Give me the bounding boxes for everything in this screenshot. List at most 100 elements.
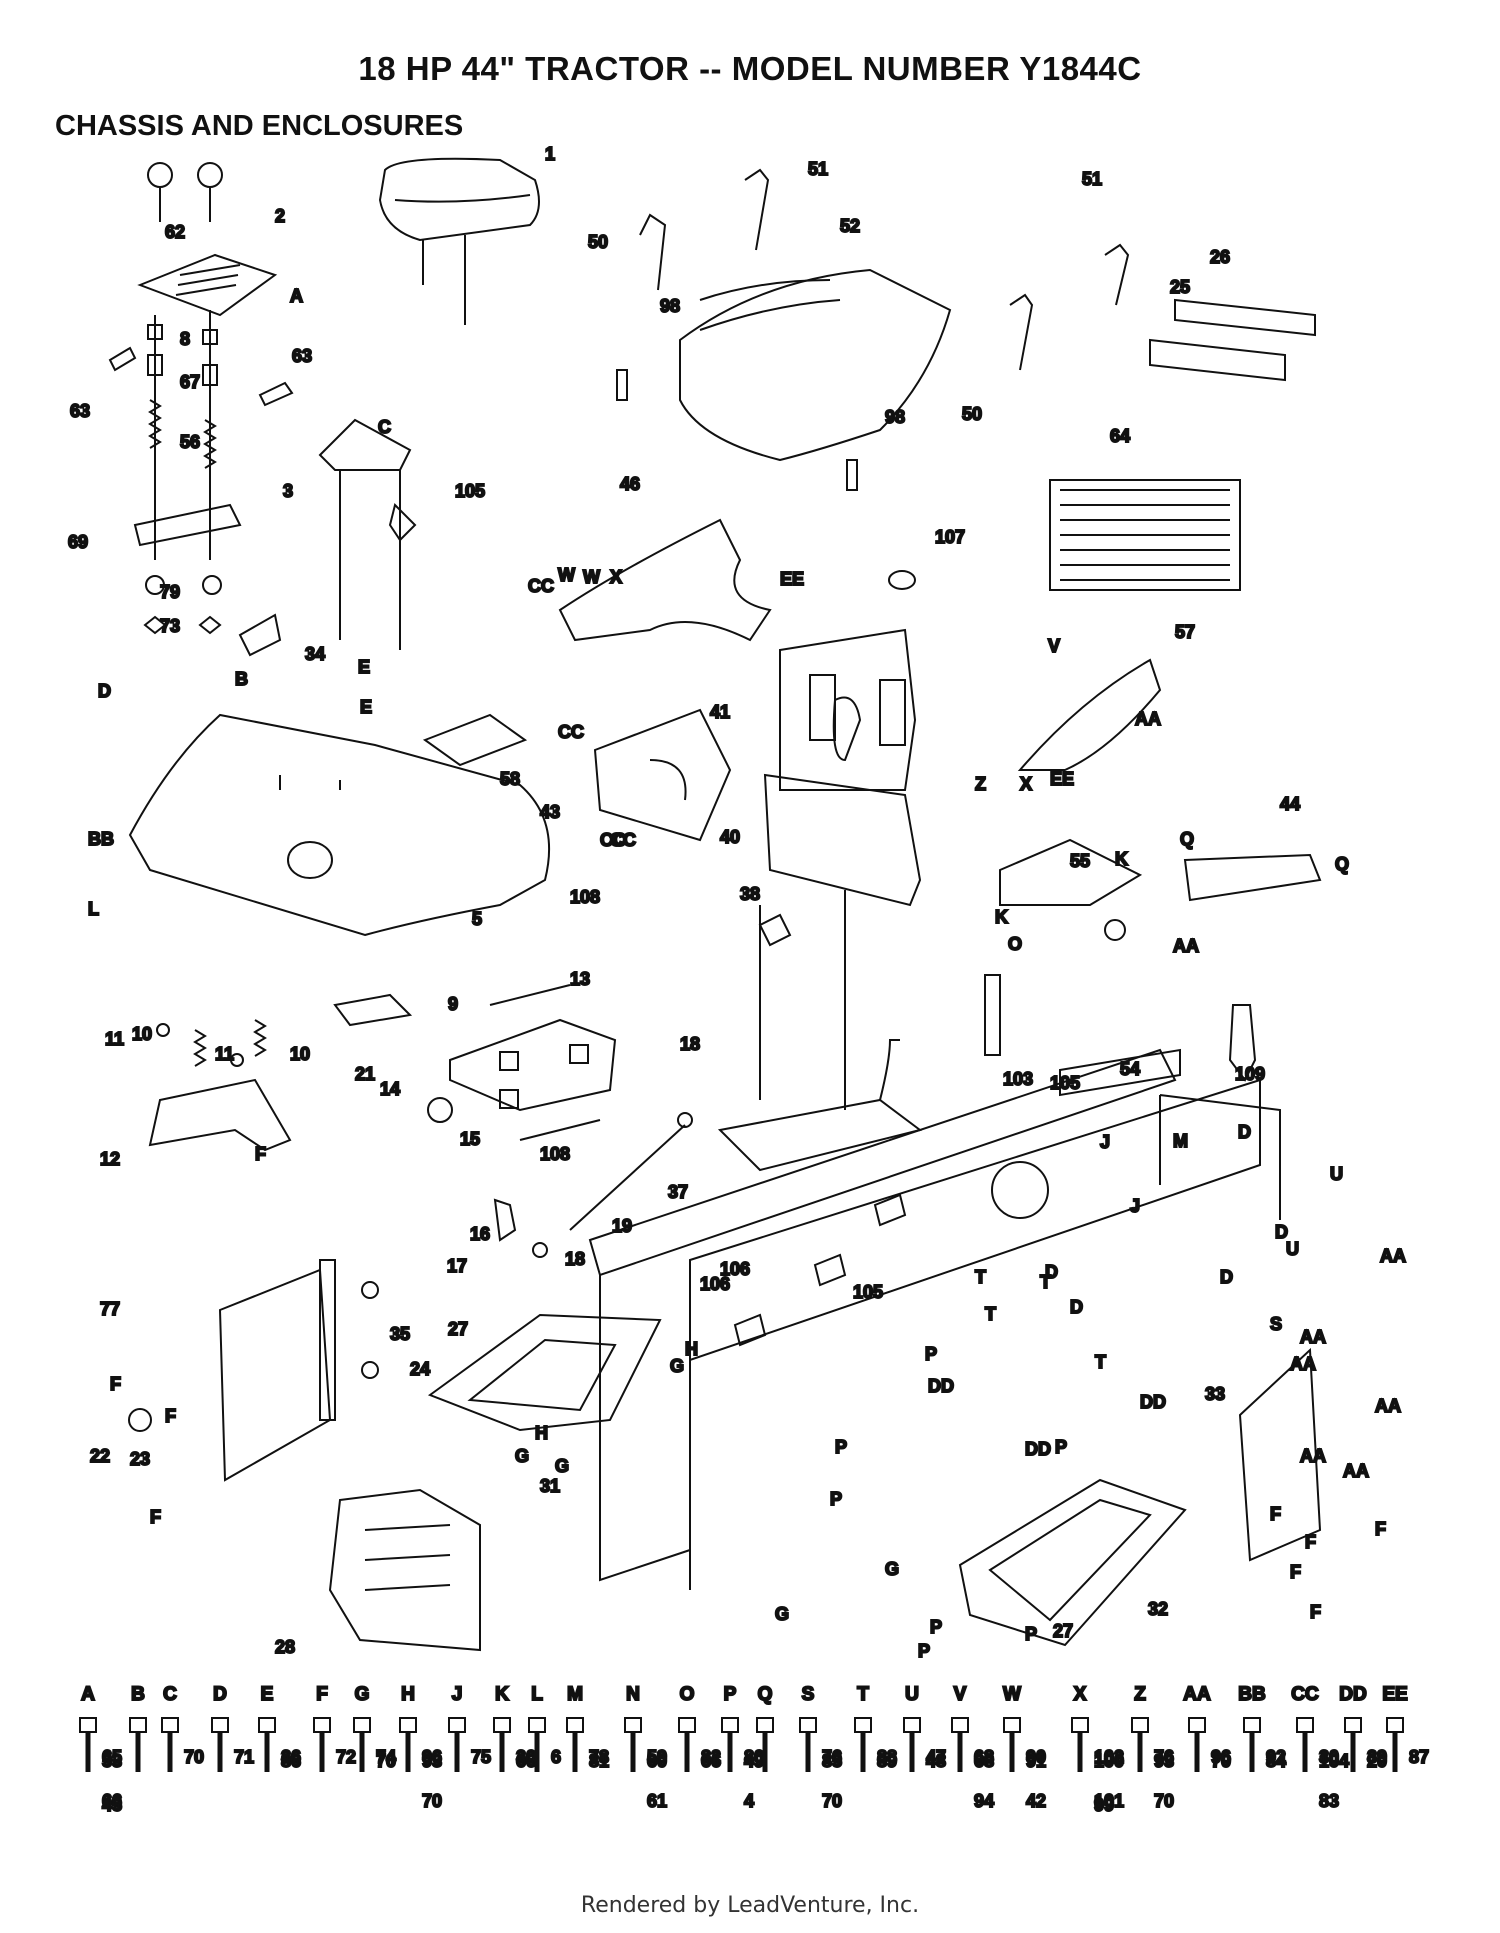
callout-17: 17 [447,1256,467,1276]
legend-column-P: P [724,1684,737,1705]
ref-letter-D: D [1070,1297,1083,1317]
ref-letter-W: W [583,567,600,587]
callout-23: 23 [130,1449,150,1469]
callout-108: 108 [540,1144,570,1164]
fastener-head-icon [161,1717,179,1733]
legend-part-101: 101 [1094,1791,1124,1811]
legend-part-68: 68 [974,1751,994,1771]
legend-column-X: X [1074,1684,1087,1705]
ref-letter-CC: CC [610,830,636,850]
ref-letter-S: S [1270,1314,1282,1334]
callout-24: 24 [410,1359,430,1379]
callout-51: 51 [808,159,828,179]
callout-33: 33 [1205,1384,1225,1404]
callout-77: 77 [100,1299,120,1319]
ref-letter-A: A [290,286,303,306]
ref-letter-EE: EE [1050,769,1074,789]
callout-63: 63 [70,401,90,421]
legend-part-68: 68 [974,1747,994,1767]
ref-letter-E: E [358,657,370,677]
ref-letter-F: F [110,1374,121,1394]
ref-letter-AA: AA [1300,1446,1326,1466]
legend-column-AA: AA [1183,1684,1211,1705]
ref-letter-P: P [830,1489,842,1509]
legend-column-E: E [261,1684,274,1705]
callout-52: 52 [840,216,860,236]
legend-column-B: B [131,1684,145,1705]
callout-19: 19 [612,1216,632,1236]
legend-part-99: 99 [1094,1795,1114,1815]
fastener-head-icon [1188,1717,1206,1733]
legend-part-83: 83 [1319,1791,1339,1811]
legend-part-66: 66 [701,1751,721,1771]
legend-part-66: 66 [102,1791,122,1811]
callout-106: 106 [700,1274,730,1294]
callout-54: 54 [1120,1059,1140,1079]
legend-part-78: 78 [589,1747,609,1767]
ref-letter-F: F [255,1144,266,1164]
legend-part-74: 74 [376,1747,396,1767]
ref-letter-D: D [1275,1222,1288,1242]
ref-letter-F: F [150,1507,161,1527]
callout-62: 62 [165,222,185,242]
ref-letter-J: J [1100,1132,1110,1152]
callout-46: 46 [620,474,640,494]
callout-98: 98 [885,407,905,427]
callout-105: 105 [455,481,485,501]
legend-part-89: 89 [877,1751,897,1771]
ref-letter-H: H [685,1339,698,1359]
legend-part-102: 102 [1094,1747,1124,1767]
callout-79: 79 [160,582,180,602]
ref-letter-DD: DD [1025,1439,1051,1459]
callout-51: 51 [1082,169,1102,189]
legend-part-49: 49 [744,1751,764,1771]
ref-letter-CC: CC [528,576,554,596]
ref-letter-K: K [995,907,1008,927]
legend-column-C: C [163,1684,177,1705]
ref-letter-E: E [360,697,372,717]
legend-column-K: K [495,1684,509,1705]
callout-32: 32 [1148,1599,1168,1619]
callout-25: 25 [1170,277,1190,297]
legend-part-75: 75 [471,1747,491,1767]
legend-part-20: 20 [1367,1751,1387,1771]
legend-column-T: T [857,1684,869,1705]
callout-67: 67 [180,372,200,392]
legend-column-Q: Q [758,1684,773,1705]
callout-106: 106 [720,1259,750,1279]
callout-103: 103 [1003,1069,1033,1089]
callout-55: 55 [1070,851,1090,871]
ref-letter-P: P [1025,1624,1037,1644]
legend-part-88: 88 [877,1747,897,1767]
legend-part-70: 70 [822,1791,842,1811]
legend-part-6: 6 [551,1747,561,1767]
fastener-head-icon [678,1717,696,1733]
ref-letter-T: T [975,1267,986,1287]
ref-letter-H: H [535,1423,548,1443]
legend-part-96: 96 [422,1747,442,1767]
legend-part-47: 47 [926,1747,946,1767]
ref-letter-CC: CC [558,722,584,742]
legend-column-V: V [954,1684,967,1705]
callout-18: 18 [680,1034,700,1054]
fastener-head-icon [951,1717,969,1733]
callout-26: 26 [1210,247,1230,267]
legend-column-S: S [802,1684,815,1705]
fastener-head-icon [854,1717,872,1733]
ref-letter-F: F [1270,1504,1281,1524]
fastener-head-icon [1131,1717,1149,1733]
legend-part-82: 82 [701,1747,721,1767]
legend-part-53: 53 [102,1751,122,1771]
legend-part-80: 80 [744,1747,764,1767]
fastener-head-icon [1243,1717,1261,1733]
legend-column-O: O [680,1684,695,1705]
legend-column-A: A [81,1684,95,1705]
callout-11: 11 [215,1044,234,1064]
ref-letter-J: J [1130,1196,1140,1216]
ref-letter-F: F [1375,1519,1386,1539]
legend-part-91: 91 [1026,1751,1046,1771]
fastener-head-icon [448,1717,466,1733]
ref-letter-P: P [925,1344,937,1364]
